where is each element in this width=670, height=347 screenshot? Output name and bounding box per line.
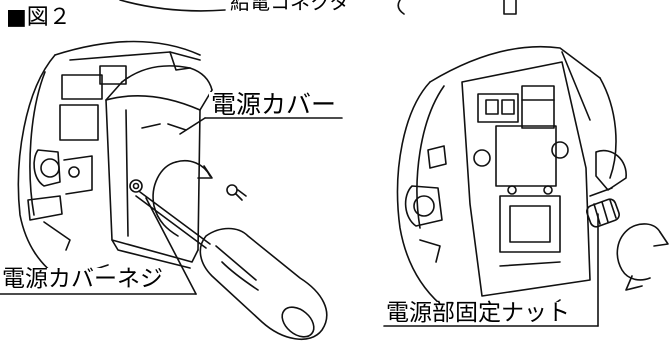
power-cover-screw-label: 電源カバーネジ bbox=[0, 266, 165, 292]
right-leader-line bbox=[383, 213, 599, 327]
power-cover-box bbox=[105, 65, 213, 269]
fixing-nut bbox=[586, 198, 620, 228]
power-fixing-nut-label: 電源部固定ナット bbox=[384, 300, 572, 326]
right-inner-board bbox=[461, 61, 591, 297]
right-knobs bbox=[404, 145, 627, 263]
power-connector-partial-label: 給電コネクタ bbox=[230, 0, 350, 14]
right-base-housing bbox=[396, 45, 617, 317]
cover-screws bbox=[129, 179, 247, 201]
rotate-arrow-left bbox=[152, 160, 213, 237]
rotate-arrow-right bbox=[616, 223, 669, 291]
screwdriver bbox=[135, 191, 328, 340]
power-cover-label: 電源カバー bbox=[209, 90, 339, 119]
figure-title: ■図２ bbox=[6, 5, 71, 30]
top-partial-graphics bbox=[119, 0, 517, 15]
left-leader-lines bbox=[0, 117, 343, 295]
